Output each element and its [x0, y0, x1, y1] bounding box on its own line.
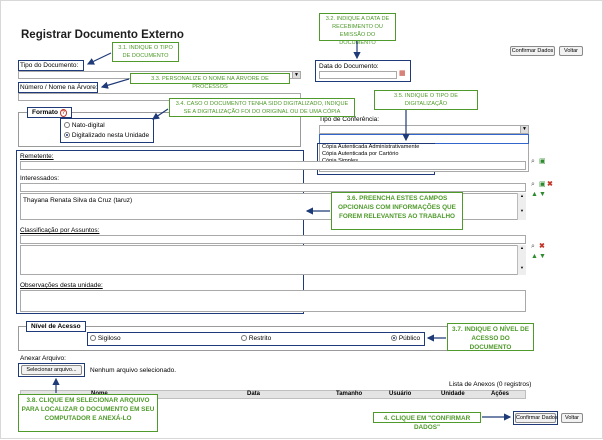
interessados-label: Interessados:: [20, 175, 60, 182]
arrow-3-3: [100, 78, 130, 89]
column-header-usuario: Usuário: [389, 391, 412, 397]
callout-3-5: 3.5. INDIQUE O TIPO DE DIGITALIZAÇÃO: [374, 90, 478, 110]
add-icon[interactable]: ▣: [539, 181, 546, 188]
anexos-caption: Lista de Anexos (0 registros): [449, 381, 532, 388]
radio-publico[interactable]: [391, 335, 397, 342]
confirm-button-bottom[interactable]: Confirmar Dados: [515, 413, 558, 423]
confirm-button-top[interactable]: Confirmar Dados: [510, 46, 555, 56]
callout-3-6: 3.6. PREENCHA ESTES CAMPOS OPCIONAIS COM…: [331, 192, 463, 230]
conferencia-chevron-down-icon[interactable]: ▼: [520, 125, 529, 134]
remove-icon[interactable]: ✖: [547, 181, 553, 188]
callout-3-3: 3.3. PERSONALIZE O NOME NA ÁRVORE DE PRO…: [130, 73, 290, 90]
formato-legend-text: Formato: [32, 109, 58, 116]
radio-nato-digital[interactable]: [64, 122, 70, 129]
conferencia-option[interactable]: Cópia Autenticada por Cartório: [322, 150, 399, 157]
classificacao-label: Classificação por Assuntos:: [20, 227, 100, 234]
radio-sigiloso[interactable]: [90, 335, 96, 342]
arrow-3-1: [86, 52, 112, 65]
callout-3-7: 3.7. INDIQUE O NÍVEL DE ACESSO DO DOCUME…: [447, 323, 534, 351]
observacoes-textarea[interactable]: [20, 290, 526, 312]
add-icon[interactable]: ▣: [539, 158, 546, 165]
numero-nome-input[interactable]: [18, 93, 301, 101]
observacoes-label: Observações desta unidade:: [20, 282, 103, 289]
nivel-option-publico[interactable]: Público: [391, 335, 420, 342]
help-icon[interactable]: ?: [59, 109, 67, 117]
move-down-icon[interactable]: ▼: [539, 253, 546, 260]
data-documento-label: Data do Documento:: [319, 63, 379, 70]
callout-3-1: 3.1. INDIQUE O TIPO DE DOCUMENTO: [112, 42, 179, 62]
search-icon[interactable]: ⌕: [531, 243, 535, 250]
remetente-input[interactable]: [20, 161, 526, 170]
highlight-data-documento: [315, 60, 411, 82]
formato-option-nato[interactable]: Nato-digital: [64, 122, 105, 129]
callout-3-8: 3.8. CLIQUE EM SELECIONAR ARQUIVO PARA L…: [18, 394, 158, 432]
move-down-icon[interactable]: ▼: [539, 191, 546, 198]
move-up-icon[interactable]: ▲: [531, 253, 538, 260]
arrow-3-4: [152, 108, 169, 120]
back-button-top[interactable]: Voltar: [559, 46, 583, 56]
callout-3-4: 3.4. CASO O DOCUMENTO TENHA SIDO DIGITAL…: [169, 98, 355, 117]
formato-option-digitalizado-label: Digitalizado nesta Unidade: [71, 132, 150, 139]
data-documento-input[interactable]: [319, 71, 397, 79]
search-icon[interactable]: ⌕: [531, 158, 535, 165]
nivel-option-sigiloso[interactable]: Sigiloso: [90, 335, 121, 342]
anexar-label: Anexar Arquivo:: [20, 355, 66, 362]
radio-restrito[interactable]: [241, 335, 247, 342]
interessados-input[interactable]: [20, 183, 526, 192]
column-header-acoes: Ações: [491, 391, 510, 397]
highlight-nivel-acesso: [87, 332, 425, 346]
remetente-label: Remetente:: [20, 153, 54, 160]
callout-3-2: 3.2. INDIQUE A DATA DE RECEBIMENTO OU EM…: [319, 13, 396, 46]
back-button-bottom[interactable]: Voltar: [561, 413, 583, 423]
column-header-data: Data: [247, 391, 261, 397]
calendar-icon[interactable]: ▦: [399, 70, 406, 77]
interessados-scrollbar[interactable]: ▲▼: [517, 193, 526, 220]
nivel-option-restrito-label: Restrito: [248, 335, 272, 342]
highlight-optional-fields: [16, 150, 304, 314]
nivel-acesso-legend: Nível de Acesso: [26, 321, 86, 332]
nivel-option-sigiloso-label: Sigiloso: [97, 335, 121, 342]
nivel-option-publico-label: Público: [398, 335, 421, 342]
highlight-confirm: [513, 411, 558, 425]
tipo-documento-label: Tipo do Documento:: [20, 62, 79, 69]
column-header-tamanho: Tamanho: [336, 391, 363, 397]
highlight-formato-options: [60, 118, 154, 143]
interessado-item[interactable]: Thayana Renata Silva da Cruz (taruz): [23, 197, 133, 204]
classificacao-scrollbar[interactable]: ▲▼: [517, 245, 526, 275]
highlight-tipo-documento: [18, 60, 84, 71]
page-title: Registrar Documento Externo: [21, 29, 184, 41]
classificacao-list[interactable]: [20, 245, 526, 275]
classificacao-input[interactable]: [20, 235, 526, 244]
search-icon[interactable]: ⌕: [531, 181, 535, 188]
highlight-numero-nome: [18, 82, 98, 93]
formato-legend: Formato ?: [27, 107, 72, 118]
no-file-text: Nenhum arquivo selecionado.: [90, 367, 176, 374]
radio-digitalizado[interactable]: [64, 132, 70, 139]
numero-nome-label: Número / Nome na Árvore:: [20, 84, 98, 91]
column-header-unidade: Unidade: [441, 391, 465, 397]
remove-icon[interactable]: ✖: [539, 243, 545, 250]
tipo-conferencia-label: Tipo de Conferência:: [319, 116, 380, 123]
formato-fieldset: [18, 112, 301, 147]
callout-4: 4. CLIQUE EM "CONFIRMAR DADOS": [373, 412, 481, 431]
formato-option-nato-label: Nato-digital: [71, 122, 105, 129]
conferencia-option[interactable]: Cópia Autenticada Administrativamente: [322, 144, 420, 150]
formato-option-digitalizado[interactable]: Digitalizado nesta Unidade: [64, 132, 149, 139]
highlight-select-file: [18, 363, 85, 377]
conferencia-option[interactable]: Cópia Simples: [320, 158, 528, 165]
nivel-option-restrito[interactable]: Restrito: [241, 335, 271, 342]
move-up-icon[interactable]: ▲: [531, 191, 538, 198]
select-file-button[interactable]: Selecionar arquivo...: [21, 365, 82, 375]
chevron-down-icon[interactable]: ▼: [292, 71, 301, 79]
